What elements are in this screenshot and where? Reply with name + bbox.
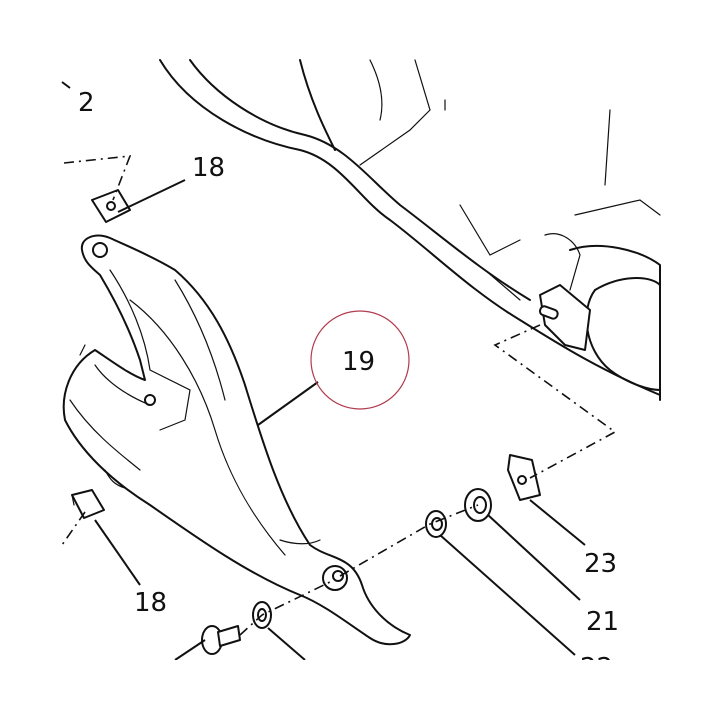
heat-shield-19: [62, 234, 411, 646]
callout-21: 21: [586, 607, 619, 637]
clip-nut-18-top: [91, 189, 131, 223]
clip-nut-18-left: [71, 489, 105, 519]
callout-highlight-circle: [310, 310, 410, 410]
bottom-crop: [0, 660, 720, 720]
callout-19: 19: [342, 347, 375, 377]
bolt-bottom: [201, 601, 272, 655]
clip-nut-23: [507, 454, 541, 501]
callout-18-top: 18: [192, 153, 225, 183]
callout-23: 23: [584, 549, 617, 579]
callout-18-left: 18: [134, 588, 167, 618]
leader-lines: [61, 81, 586, 661]
assembly-axis-lines: [61, 155, 617, 636]
exhaust-assembly: [159, 59, 661, 401]
callout-2: 2: [78, 88, 95, 118]
